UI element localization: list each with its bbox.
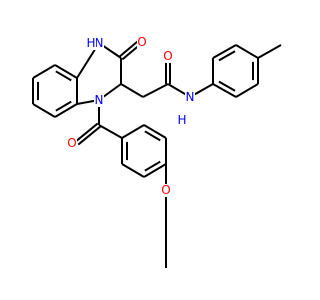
bond-chain <box>142 83 169 98</box>
bond-tolyl <box>235 83 259 98</box>
atom-n-side-amide-bg <box>185 91 195 104</box>
bond-phenyl <box>121 124 145 139</box>
atom-o-side-carbonyl: O <box>163 49 172 63</box>
bond-tolyl <box>235 44 259 59</box>
atom-o-ether: O <box>161 183 170 197</box>
atom-h-side-amide: H <box>177 113 186 127</box>
bond-benzoyl-carbonyl <box>77 125 101 146</box>
bond-benzoyl-carbonyl <box>75 122 99 143</box>
atom-o-side-carbonyl-bg <box>163 50 173 63</box>
atom-n-ring-amide-bg <box>94 37 104 50</box>
atom-o-ring-carbonyl-bg <box>137 36 147 49</box>
bond-tolyl <box>212 44 237 59</box>
bond-phenyl-double <box>144 130 161 142</box>
bond-benzo-double <box>55 100 72 112</box>
atom-h-ring-amide-bg <box>86 37 96 50</box>
bonds <box>32 39 282 268</box>
atom-o-benzoyl: O <box>67 136 76 150</box>
atom-n-side-amide: N <box>186 90 195 104</box>
atom-n-ring-bg <box>94 94 104 107</box>
bond-benzo <box>32 103 56 118</box>
atom-n-ring: N <box>95 93 104 107</box>
bond-tolyl <box>212 83 237 98</box>
bond-methyl <box>257 44 282 59</box>
bond-benzo <box>32 64 56 79</box>
atom-h-ring-amide: H <box>86 36 95 50</box>
atom-n-ring-amide: N <box>95 36 104 50</box>
bond-tolyl-double <box>218 50 236 62</box>
atom-o-benzoyl-bg <box>67 137 77 150</box>
bond-benzo-double <box>55 70 72 82</box>
atom-o-ring-carbonyl: O <box>137 35 146 49</box>
bond-ring-carbonyl <box>119 39 140 58</box>
bond-benzo <box>54 103 78 118</box>
bond-phenyl <box>121 163 145 178</box>
bond-phenyl-double <box>144 160 161 172</box>
bond-chain <box>120 83 144 98</box>
bond-tolyl-double <box>218 80 236 92</box>
bond-phenyl <box>143 163 167 178</box>
bond-phenyl <box>143 124 167 139</box>
atom-o-ether-bg <box>161 184 171 197</box>
bond-benzo <box>54 64 78 79</box>
bond-benzoyl <box>98 124 123 139</box>
atom-h-side-amide-bg <box>177 114 187 127</box>
